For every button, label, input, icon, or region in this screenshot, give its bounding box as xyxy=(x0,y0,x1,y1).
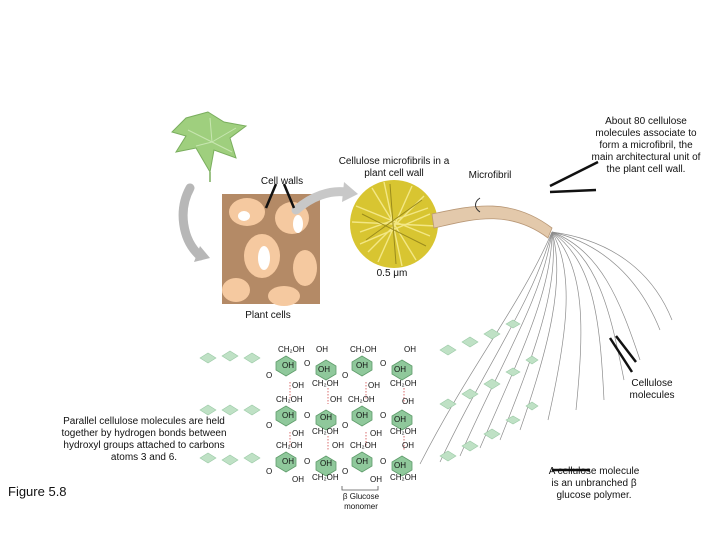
ch2oh-label: CH₂OH xyxy=(312,427,339,436)
ch2oh-label: CH₂OH xyxy=(276,395,303,404)
cellulose-chains-background xyxy=(199,319,539,466)
cellulose-molecules-label: Cellulose molecules xyxy=(629,378,675,401)
ch2oh-label: CH₂OH xyxy=(390,473,417,482)
leaf-to-cells-arrow xyxy=(178,183,205,261)
oh-label: OH xyxy=(282,361,294,370)
o-label: O xyxy=(304,359,311,368)
ch2oh-label: CH₂OH xyxy=(348,395,375,404)
oh-label: OH xyxy=(356,411,368,420)
oh-label: OH xyxy=(316,345,328,354)
hydrogen-bonds xyxy=(289,382,405,450)
oh-label: OH xyxy=(282,457,294,466)
o-label: O xyxy=(304,457,311,466)
leaf-illustration xyxy=(171,111,248,182)
ch2oh-label: CH₂OH xyxy=(278,345,305,354)
o-label: O xyxy=(266,421,273,430)
o-label: O xyxy=(342,467,349,476)
monomer-bracket xyxy=(341,486,379,491)
o-label: O xyxy=(380,359,387,368)
about-80-label: About 80 cellulose molecules associate t… xyxy=(591,116,701,175)
oh-label: OH xyxy=(394,365,406,374)
cellulose-strands xyxy=(419,231,673,465)
oh-label: OH xyxy=(292,381,304,390)
o-label: O xyxy=(380,411,387,420)
scale-bar-label: 0.5 μm xyxy=(376,268,408,279)
oh-label: OH xyxy=(370,429,382,438)
oh-label: OH xyxy=(356,457,368,466)
oh-label: OH xyxy=(320,413,332,422)
pointer-lines xyxy=(549,160,637,472)
oh-label: OH xyxy=(320,459,332,468)
microfibril-micrograph xyxy=(350,180,438,268)
oh-label: OH xyxy=(394,415,406,424)
glucose-rings xyxy=(275,355,413,477)
microfibril-label: Microfibril xyxy=(468,170,512,181)
oh-label: OH xyxy=(292,429,304,438)
microfibril-fiber xyxy=(431,197,553,239)
oh-label: OH xyxy=(318,365,330,374)
ch2oh-label: CH₂OH xyxy=(390,379,417,388)
oh-label: OH xyxy=(370,475,382,484)
ch2oh-label: CH₂OH xyxy=(312,473,339,482)
parallel-molecules-label: Parallel cellulose molecules are held to… xyxy=(61,416,227,463)
oh-label: OH xyxy=(356,361,368,370)
o-label: O xyxy=(342,371,349,380)
o-label: O xyxy=(266,467,273,476)
cells-to-microfibril-arrow xyxy=(291,187,351,215)
cellulose-microfibrils-label: Cellulose microfibrils in a plant cell w… xyxy=(338,156,450,179)
o-label: O xyxy=(380,457,387,466)
ch2oh-label: CH₂OH xyxy=(350,345,377,354)
unbranched-polymer-label: A cellulose molecule is an unbranched β … xyxy=(548,466,640,501)
plant-cells-label: Plant cells xyxy=(245,310,291,321)
cell-walls-label: Cell walls xyxy=(260,176,304,187)
beta-glucose-label: β Glucose monomer xyxy=(342,492,380,511)
figure-caption: Figure 5.8 xyxy=(8,484,67,499)
o-label: O xyxy=(266,371,273,380)
ch2oh-label: CH₂OH xyxy=(390,427,417,436)
oh-label: OH xyxy=(368,381,380,390)
ch2oh-label: CH₂OH xyxy=(312,379,339,388)
ch2oh-label: CH₂OH xyxy=(276,441,303,450)
oh-label: OH xyxy=(394,461,406,470)
oh-label: OH xyxy=(282,411,294,420)
oh-label: OH xyxy=(404,345,416,354)
plant-cells-illustration xyxy=(222,194,320,306)
oh-label: OH xyxy=(402,441,414,450)
oh-label: OH xyxy=(332,441,344,450)
oh-label: OH xyxy=(292,475,304,484)
ch2oh-label: CH₂OH xyxy=(350,441,377,450)
o-label: O xyxy=(342,421,349,430)
oh-label: OH xyxy=(330,395,342,404)
o-label: O xyxy=(304,411,311,420)
oh-label: OH xyxy=(402,397,414,406)
